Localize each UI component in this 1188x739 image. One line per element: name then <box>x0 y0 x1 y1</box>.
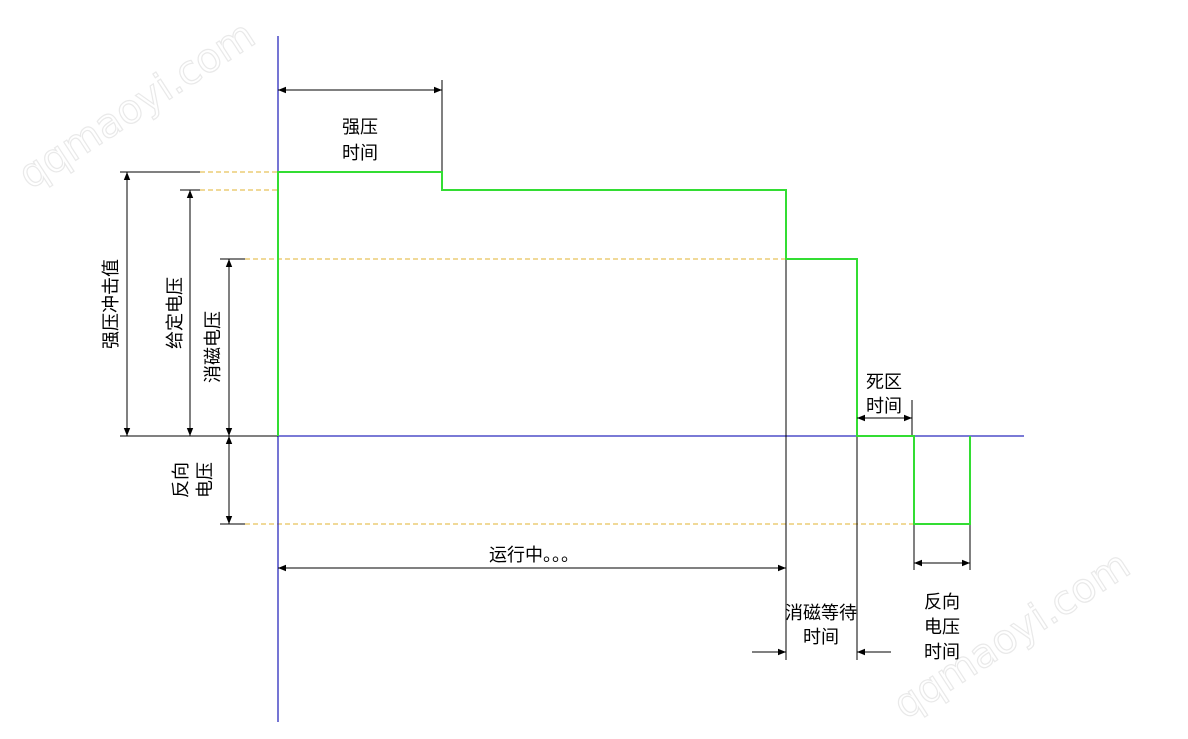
label-demag-voltage: 消磁电压 <box>203 311 224 383</box>
dimension-arrows <box>123 86 970 656</box>
label-forcing-time-line1: 强压 <box>342 117 378 138</box>
label-forcing-peak: 强压冲击值 <box>101 259 122 349</box>
label-reverse-voltage-time-line3: 时间 <box>924 642 960 663</box>
label-demag-wait-time-line2: 时间 <box>803 627 839 648</box>
label-forcing-time-line2: 时间 <box>342 143 378 164</box>
label-dead-zone-time-line1: 死区 <box>866 372 902 393</box>
label-reverse-voltage-time-line2: 电压 <box>924 617 960 638</box>
label-demag-wait-time-line1: 消磁等待 <box>785 603 857 624</box>
label-reverse-voltage-line1: 反向 <box>171 462 192 498</box>
label-running: 运行中。。。 <box>489 545 579 566</box>
label-dead-zone-time-line2: 时间 <box>866 396 902 417</box>
label-reverse-voltage-line2: 电压 <box>195 462 216 498</box>
reference-lines <box>200 171 914 525</box>
label-reverse-voltage-time-line1: 反向 <box>924 592 960 613</box>
extension-lines <box>120 80 971 660</box>
voltage-waveform <box>277 171 971 525</box>
label-set-voltage: 给定电压 <box>165 277 186 349</box>
watermark-top: qqmaoyi.com <box>10 12 263 199</box>
